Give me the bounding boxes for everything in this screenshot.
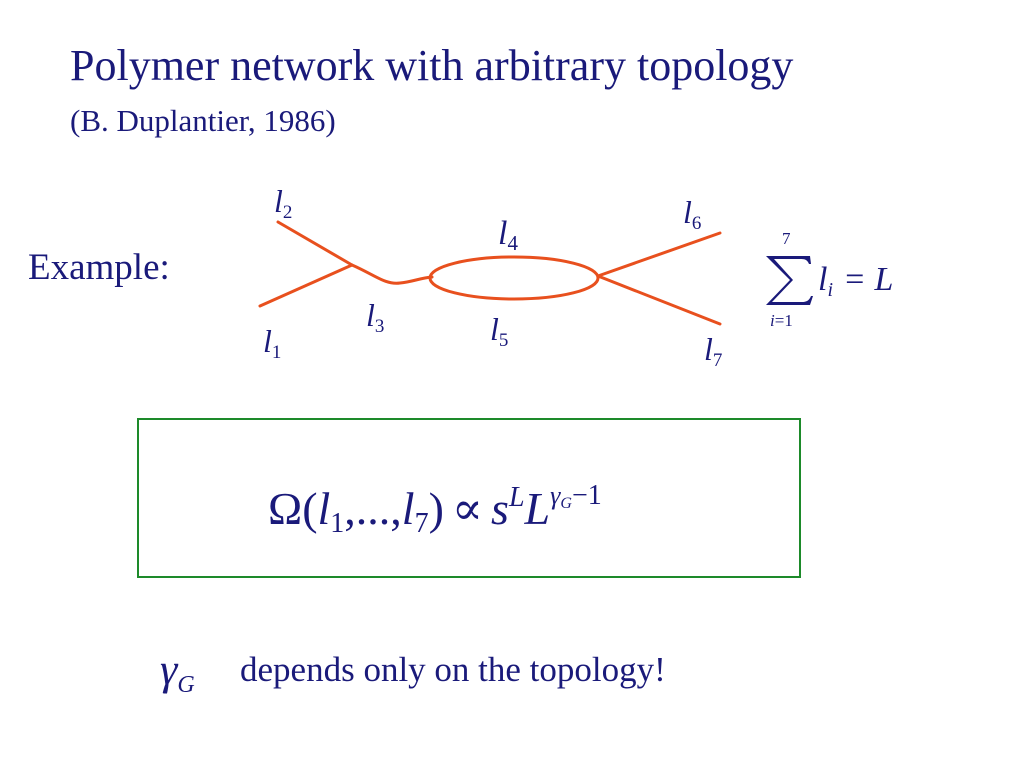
label-l1: l1 xyxy=(263,323,281,363)
label-l1-sub: 1 xyxy=(272,342,282,363)
label-l1-var: l xyxy=(263,323,272,359)
l7-var: l xyxy=(402,483,415,534)
label-l2: l2 xyxy=(274,183,292,223)
l1-var: l xyxy=(318,483,331,534)
footer-gamma-sub: G xyxy=(177,672,194,698)
gamma-exp: γ xyxy=(550,481,561,510)
omega-formula: Ω(l1,...,l7)∝sLLγG−1 xyxy=(268,480,602,539)
close-paren: ) xyxy=(429,483,444,534)
network-lines xyxy=(258,220,722,326)
gamma-exp-sub: G xyxy=(560,495,572,512)
sum-lower-limit: i=1 xyxy=(770,311,793,330)
slide-title: Polymer network with arbitrary topology xyxy=(70,41,794,90)
label-l6-var: l xyxy=(683,194,692,230)
l1-sub: 1 xyxy=(330,508,344,539)
label-l2-var: l xyxy=(274,183,283,219)
sum-formula: 7 i=1 li= L xyxy=(766,229,893,330)
formula-box xyxy=(137,418,801,578)
sum-lower-var: i xyxy=(770,311,775,330)
l7-sub: 7 xyxy=(415,508,429,539)
label-l5-sub: 5 xyxy=(499,330,509,351)
branch-l6-line xyxy=(596,231,722,278)
ellipsis: ,..., xyxy=(344,483,402,534)
sum-term: li = L xyxy=(818,261,893,301)
slide-subtitle: (B. Duplantier, 1986) xyxy=(70,103,336,138)
branch-l3-line xyxy=(350,263,434,285)
label-l3-var: l xyxy=(366,297,375,333)
label-l5-var: l xyxy=(490,311,499,347)
open-paren: ( xyxy=(302,483,317,534)
label-l3-sub: 3 xyxy=(375,316,385,337)
label-l5: l5 xyxy=(490,311,508,351)
omega-symbol: Ω xyxy=(268,483,302,534)
sum-rhs: = L xyxy=(843,261,893,298)
loop-l4-l5 xyxy=(428,255,600,301)
propto-symbol: ∝ xyxy=(452,483,483,534)
label-l2-sub: 2 xyxy=(283,202,293,223)
label-l7-var: l xyxy=(704,331,713,367)
branch-l2-line xyxy=(276,220,354,267)
s-sup: L xyxy=(508,482,525,513)
label-l3: l3 xyxy=(366,297,384,337)
footer-gamma: γG xyxy=(160,645,195,698)
branch-l7-line xyxy=(596,274,722,326)
branch-l1-line xyxy=(258,263,354,308)
label-l6: l6 xyxy=(683,194,701,234)
sum-term-var: l xyxy=(818,261,827,298)
sum-term-sub: i xyxy=(827,279,833,301)
label-l7: l7 xyxy=(704,331,722,371)
sigma-symbol xyxy=(766,256,813,305)
sum-upper-limit: 7 xyxy=(782,229,791,248)
footer-text: depends only on the topology! xyxy=(240,650,666,689)
s-var: s xyxy=(491,483,509,534)
label-l7-sub: 7 xyxy=(713,350,723,371)
example-label: Example: xyxy=(28,247,170,288)
exp-tail: −1 xyxy=(572,480,602,511)
label-l6-sub: 6 xyxy=(692,213,702,234)
polymer-network-diagram: l2 l4 l6 l3 l5 l1 l7 7 i=1 li= L xyxy=(258,183,893,371)
label-l4-sub: 4 xyxy=(507,231,518,255)
sum-lower-eq: =1 xyxy=(775,311,793,330)
label-l4: l4 xyxy=(498,215,518,255)
L-var: L xyxy=(524,483,551,534)
footer-gamma-symbol: γ xyxy=(160,645,179,694)
label-l4-var: l xyxy=(498,215,507,252)
